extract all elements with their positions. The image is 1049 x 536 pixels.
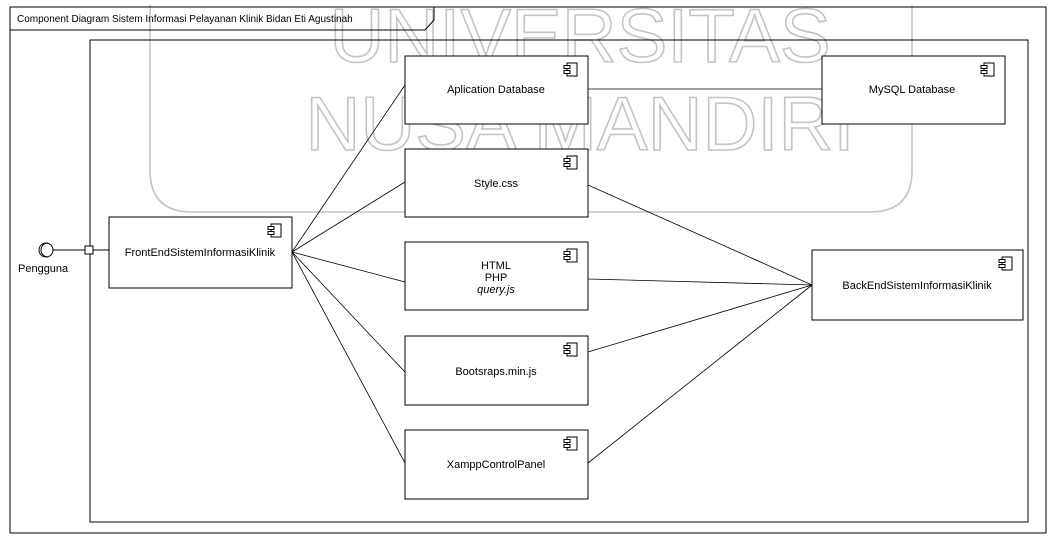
link-frontend-bootstrap (291, 251, 406, 373)
bootstrap-box (404, 335, 589, 406)
frame-title: Component Diagram Sistem Informasi Pelay… (17, 14, 353, 25)
link-html-backend (587, 278, 813, 286)
mysql-label: MySQL Database (869, 84, 955, 96)
link-frontend-xampp (291, 251, 406, 464)
appdb-label: Aplication Database (447, 84, 545, 96)
component-style-css: Style.css (404, 148, 589, 218)
component-bootstrap: Bootsraps.min.js (404, 335, 589, 406)
actor-pengguna: Pengguna (18, 242, 109, 275)
system-boundary (89, 39, 1029, 523)
php-label: PHP (485, 272, 508, 284)
connectors (291, 84, 822, 464)
style-box (404, 148, 589, 218)
xampp-label: XamppControlPanel (447, 459, 545, 471)
bootstrap-label: Bootsraps.min.js (455, 366, 537, 378)
diagram-frame: Component Diagram Sistem Informasi Pelay… (9, 6, 1047, 534)
component-app-database: Aplication Database (404, 55, 589, 125)
backend-box (811, 249, 1024, 321)
appdb-box (404, 55, 589, 125)
link-frontend-style (291, 181, 406, 253)
required-interface-icon (40, 242, 49, 258)
frontend-label: FrontEndSistemInformasiKlinik (125, 247, 276, 259)
component-mysql-database: MySQL Database (821, 55, 1006, 125)
backend-label: BackEndSistemInformasiKlinik (842, 280, 992, 292)
component-backend: BackEndSistemInformasiKlinik (811, 249, 1024, 321)
queryjs-label: query.js (477, 284, 515, 296)
link-style-backend (587, 184, 813, 286)
style-label: Style.css (474, 178, 519, 190)
port-icon (84, 245, 94, 255)
link-frontend-appdb (291, 84, 406, 253)
frame-title-tab (10, 7, 435, 31)
html-php-box (404, 241, 589, 311)
frontend-box (108, 216, 293, 289)
link-bootstrap-backend (587, 284, 813, 353)
xampp-box (404, 429, 589, 500)
html-label: HTML (481, 260, 511, 272)
frame-border (9, 6, 1047, 534)
link-xampp-backend (587, 284, 813, 464)
component-xampp: XamppControlPanel (404, 429, 589, 500)
mysql-box (821, 55, 1006, 125)
link-frontend-html (291, 251, 406, 283)
component-frontend: FrontEndSistemInformasiKlinik (108, 216, 293, 289)
component-html-php: HTML PHP query.js (404, 241, 589, 311)
actor-label: Pengguna (18, 263, 69, 275)
